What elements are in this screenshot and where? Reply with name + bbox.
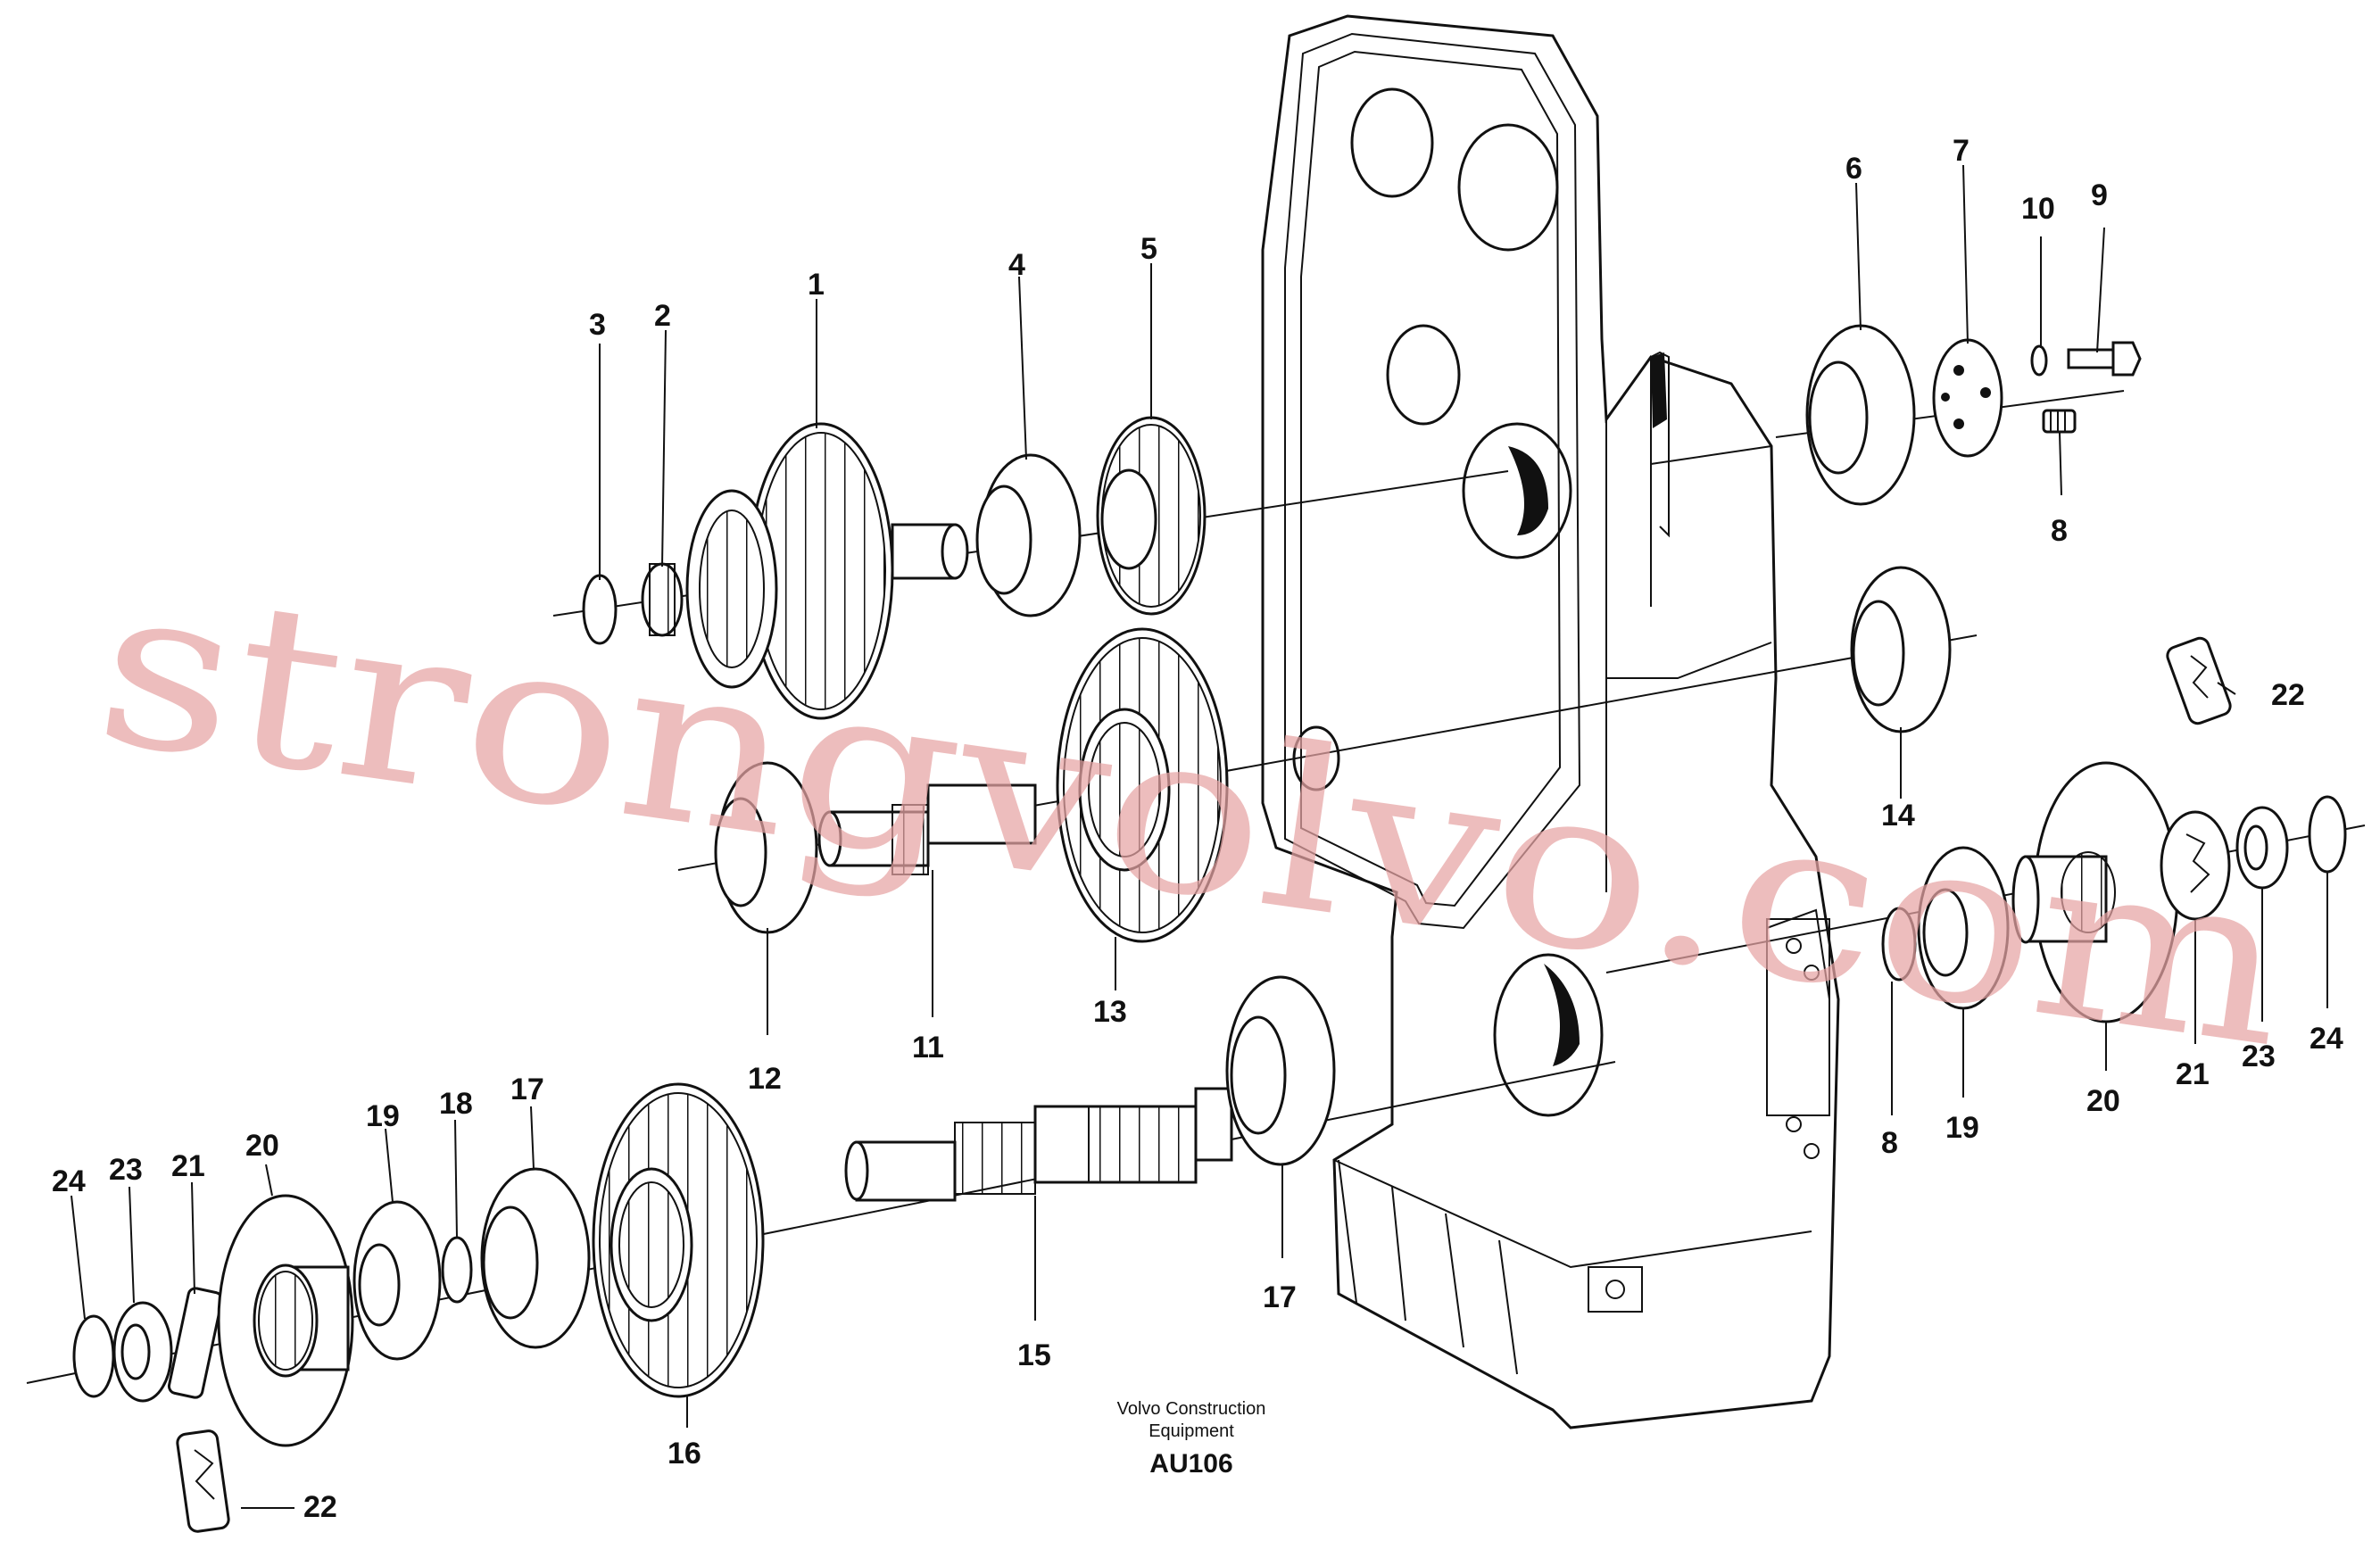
- shaft-11: [817, 783, 1037, 875]
- callout-8-lower: 8: [1881, 1126, 1898, 1160]
- gear-16: [592, 1082, 765, 1398]
- callout-17-right: 17: [1263, 1280, 1297, 1314]
- callout-22-top: 22: [2271, 678, 2305, 712]
- watermark: strongvolvo.com: [84, 534, 2302, 1098]
- bearing-17-left: [480, 1167, 591, 1349]
- bolt-9: [2067, 341, 2142, 377]
- callout-10: 10: [2021, 192, 2055, 226]
- nut-23-left: [112, 1301, 173, 1403]
- top-shaft-assembly: [552, 324, 2142, 720]
- callout-4: 4: [1008, 248, 1025, 282]
- callout-12: 12: [748, 1062, 782, 1096]
- lock-plate-22-top: [2166, 636, 2232, 725]
- callout-6: 6: [1845, 152, 1862, 186]
- bearing-17-right: [1225, 975, 1336, 1166]
- callout-20-right: 20: [2086, 1084, 2120, 1118]
- plug-8: [2042, 409, 2077, 434]
- bearing-6: [1805, 324, 1916, 506]
- gear-5: [1096, 416, 1207, 616]
- figure-caption: Volvo Construction Equipment AU106: [1117, 1399, 1266, 1479]
- callout-11: 11: [912, 1031, 944, 1065]
- callout-5: 5: [1140, 232, 1157, 266]
- bearing-4: [975, 453, 1082, 617]
- callout-3: 3: [589, 308, 606, 342]
- oring-18: [441, 1236, 473, 1304]
- callout-8-upper: 8: [2051, 514, 2068, 548]
- nut-23-right: [2235, 806, 2289, 890]
- oring-8-lower: [1881, 907, 1917, 982]
- cover-7: [1932, 338, 2003, 458]
- flange-20-left: [217, 1194, 354, 1447]
- output-shaft-15: [844, 1087, 1233, 1202]
- washer-10: [2030, 344, 2048, 377]
- callout-16: 16: [668, 1437, 701, 1471]
- callout-14: 14: [1881, 799, 1915, 833]
- circlip-24-left: [72, 1314, 115, 1398]
- seal-19-right: [1917, 846, 2010, 1010]
- lock-plate-22-bottom: [176, 1429, 230, 1533]
- callout-22-bottom: 22: [303, 1490, 337, 1524]
- callout-19-left: 19: [366, 1099, 400, 1133]
- callout-19-right: 19: [1945, 1111, 1979, 1145]
- middle-shaft-assembly: [677, 566, 1978, 943]
- callout-20-left: 20: [245, 1129, 279, 1163]
- figure-code: AU106: [1149, 1449, 1232, 1479]
- transmission-housing: [1261, 14, 1840, 1429]
- bearing-12: [714, 761, 818, 934]
- gear-13: [1056, 627, 1229, 943]
- gear-1: [685, 422, 969, 720]
- circlip-24-right: [2308, 795, 2347, 874]
- caption-line-2: Equipment: [1149, 1421, 1234, 1441]
- callout-21-left: 21: [171, 1149, 205, 1183]
- callout-2: 2: [654, 299, 671, 333]
- callout-24-right: 24: [2310, 1022, 2343, 1056]
- callout-24-left: 24: [52, 1164, 86, 1198]
- callout-9: 9: [2091, 178, 2108, 212]
- callout-7: 7: [1953, 134, 1970, 168]
- callout-1: 1: [808, 268, 825, 302]
- callout-23-left: 23: [109, 1153, 143, 1187]
- bottom-shaft-assembly: [26, 636, 2366, 1533]
- callout-15: 15: [1017, 1338, 1051, 1372]
- bearing-14: [1850, 566, 1952, 733]
- lock-plate-21-left: [167, 1287, 224, 1399]
- leader-lines: [70, 164, 2328, 1509]
- callout-21-right: 21: [2176, 1057, 2210, 1091]
- callout-17-left: 17: [510, 1073, 544, 1106]
- callout-18: 18: [439, 1087, 473, 1121]
- seal-19-left: [352, 1200, 442, 1361]
- callout-13: 13: [1093, 995, 1127, 1029]
- callout-labels: 1 2 3 4 5 6 7 8 9 10 11 12 13 14 15 16 1…: [52, 134, 2343, 1524]
- callout-23-right: 23: [2242, 1040, 2276, 1073]
- caption-line-1: Volvo Construction: [1117, 1399, 1266, 1419]
